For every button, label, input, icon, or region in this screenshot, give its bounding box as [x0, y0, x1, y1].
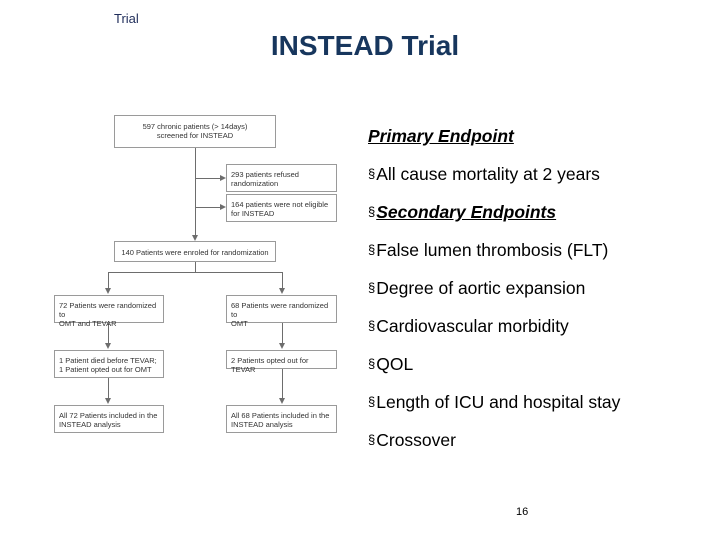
bullet-icon: § [368, 394, 376, 409]
box-text: INSTEAD analysis [59, 420, 121, 429]
slide-title: INSTEAD Trial [270, 30, 460, 61]
secondary-endpoint-heading-item: §Secondary Endpoints [368, 193, 713, 231]
arrow-down-icon [279, 288, 285, 294]
bullet-icon: § [368, 166, 376, 181]
connector-line [108, 323, 109, 344]
box-text: for INSTEAD [231, 209, 275, 218]
box-text: 164 patients were not eligible [231, 200, 329, 209]
arrow-down-icon [105, 398, 111, 404]
bullet-icon: § [368, 432, 376, 447]
endpoint-text: QOL [376, 354, 414, 374]
connector-line [195, 207, 220, 208]
page-number: 16 [516, 506, 529, 518]
box-text: All 68 Patients included in the [231, 411, 330, 420]
connector-line [282, 272, 283, 289]
right-analysis-box: All 68 Patients included in the INSTEAD … [226, 405, 337, 433]
arrow-down-icon [279, 398, 285, 404]
not-eligible-box: 164 patients were not eligible for INSTE… [226, 194, 337, 222]
refused-box: 293 patients refused randomization [226, 164, 337, 192]
arrow-right-icon [220, 175, 226, 181]
right-events-box: 2 Patients opted out for TEVAR [226, 350, 337, 374]
bullet-icon: § [368, 242, 376, 257]
endpoint-text: Length of ICU and hospital stay [376, 392, 621, 412]
connector-line [195, 148, 196, 237]
box-text: 1 Patient died before TEVAR; [59, 356, 157, 365]
header-label: Trial [114, 11, 139, 26]
connector-line [195, 262, 196, 272]
box-text: 140 Patients were enroled for randomizat… [121, 248, 269, 257]
endpoints-list: Primary Endpoint §All cause mortality at… [368, 118, 713, 459]
endpoint-text: Degree of aortic expansion [376, 278, 586, 298]
arrow-right-icon [220, 204, 226, 210]
endpoint-text: False lumen thrombosis (FLT) [376, 240, 609, 260]
primary-endpoint-item: §All cause mortality at 2 years [368, 155, 713, 193]
enrolled-box: 140 Patients were enroled for randomizat… [114, 241, 276, 262]
box-text: 1 Patient opted out for OMT [59, 365, 152, 374]
connector-line [108, 378, 109, 399]
left-events-box: 1 Patient died before TEVAR; 1 Patient o… [54, 350, 164, 378]
bullet-icon: § [368, 280, 376, 295]
box-text: All 72 Patients included in the [59, 411, 158, 420]
box-text: 72 Patients were randomized to [59, 301, 157, 319]
secondary-endpoint-item: §Length of ICU and hospital stay [368, 383, 713, 421]
box-text: 68 Patients were randomized to [231, 301, 329, 319]
secondary-endpoint-item: §False lumen thrombosis (FLT) [368, 231, 713, 269]
endpoint-text: All cause mortality at 2 years [376, 164, 600, 184]
secondary-endpoint-item: §Crossover [368, 421, 713, 459]
box-text: 597 chronic patients (> 14days) [142, 122, 248, 131]
connector-line [195, 178, 220, 179]
secondary-endpoint-item: §Degree of aortic expansion [368, 269, 713, 307]
arrow-down-icon [105, 343, 111, 349]
left-randomized-box: 72 Patients were randomized to OMT and T… [54, 295, 164, 328]
connector-line [108, 272, 109, 289]
screened-box: 597 chronic patients (> 14days) screened… [114, 115, 276, 148]
bullet-icon: § [368, 356, 376, 371]
arrow-down-icon [192, 235, 198, 241]
box-text: INSTEAD analysis [231, 420, 293, 429]
connector-line [108, 272, 282, 273]
secondary-endpoint-heading: Secondary Endpoints [376, 202, 557, 222]
left-analysis-box: All 72 Patients included in the INSTEAD … [54, 405, 164, 433]
secondary-endpoint-item: §Cardiovascular morbidity [368, 307, 713, 345]
arrow-down-icon [279, 343, 285, 349]
box-text: OMT and TEVAR [59, 319, 117, 328]
right-randomized-box: 68 Patients were randomized to OMT [226, 295, 337, 328]
connector-line [282, 369, 283, 399]
endpoint-text: Crossover [376, 430, 456, 450]
endpoint-text: Cardiovascular morbidity [376, 316, 569, 336]
bullet-icon: § [368, 318, 376, 333]
bullet-icon: § [368, 204, 376, 219]
arrow-down-icon [105, 288, 111, 294]
box-text: 293 patients refused [231, 170, 299, 179]
primary-endpoint-heading: Primary Endpoint [368, 126, 514, 146]
box-text: screened for INSTEAD [156, 131, 234, 140]
box-text: OMT [231, 319, 248, 328]
box-text: randomization [231, 179, 279, 188]
secondary-endpoint-item: §QOL [368, 345, 713, 383]
box-text: 2 Patients opted out for TEVAR [231, 356, 309, 374]
connector-line [282, 323, 283, 344]
